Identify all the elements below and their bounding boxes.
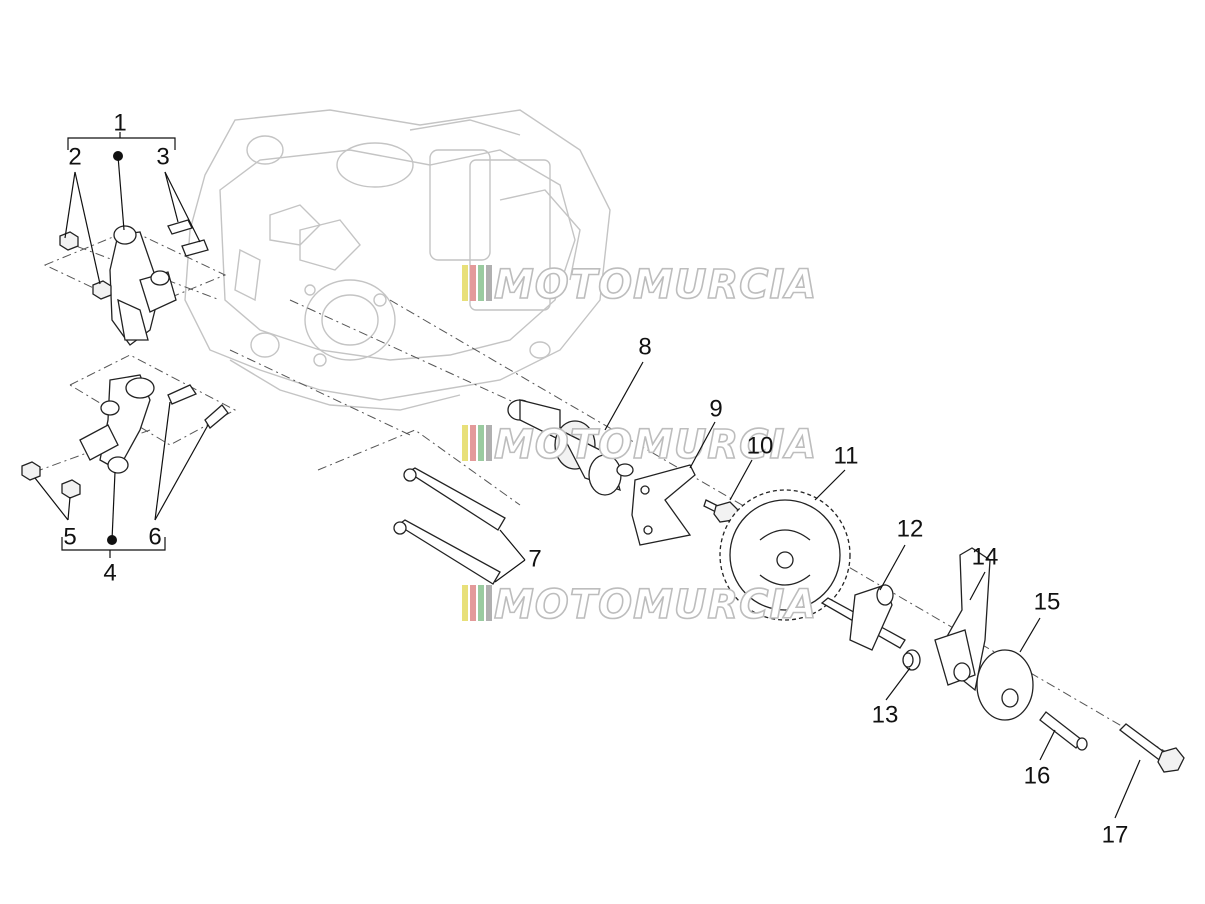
- callout-8: 8: [638, 333, 651, 360]
- callout-2: 2: [68, 143, 81, 170]
- screws-lower: [167, 384, 229, 429]
- cylinder-head-ghost: [184, 109, 611, 411]
- callout-16: 16: [1024, 762, 1051, 789]
- watermark-text: MOTOMURCIA: [494, 582, 817, 628]
- watermark-text: MOTOMURCIA: [494, 262, 817, 308]
- watermark-middle: MOTOMURCIA: [462, 421, 817, 469]
- watermark-text: MOTOMURCIA: [494, 422, 817, 468]
- callout-4: 4: [103, 559, 116, 586]
- decompressor-shaft: [820, 584, 906, 651]
- screws-upper: [167, 219, 209, 257]
- bolt-10: [703, 499, 739, 523]
- nuts-upper: [59, 231, 112, 300]
- callout-17: 17: [1102, 821, 1129, 848]
- callout-3: 3: [156, 143, 169, 170]
- bolt-17: [1119, 723, 1185, 773]
- callout-15: 15: [1034, 588, 1061, 615]
- nuts-lower: [21, 461, 81, 499]
- camshaft: [507, 399, 634, 496]
- callout-11: 11: [834, 442, 859, 469]
- rocker-arm-lower: [79, 374, 155, 474]
- watermark-top: MOTOMURCIA: [462, 261, 817, 309]
- leader-lines: [34, 132, 1141, 819]
- callout-5: 5: [63, 523, 76, 550]
- watermark-bottom: MOTOMURCIA: [462, 581, 817, 629]
- callout-13: 13: [872, 701, 899, 728]
- callout-6: 6: [148, 523, 161, 550]
- callout-labels: 1 2 3 4 5 6 7 8 9 10 11 12 13 14 15 16 1…: [63, 109, 1128, 848]
- pin-16: [1039, 711, 1088, 751]
- callout-14: 14: [972, 543, 999, 570]
- callout-12: 12: [897, 515, 924, 542]
- callout-1: 1: [113, 109, 126, 136]
- spring-13: [902, 649, 921, 671]
- callout-9: 9: [709, 395, 722, 422]
- rocker-arm-upper: [109, 225, 177, 346]
- cam-sprocket: [719, 489, 851, 621]
- callout-10: 10: [747, 432, 774, 459]
- rocker-shafts: [393, 467, 506, 585]
- callout-7: 7: [528, 545, 541, 572]
- washer-15: [976, 649, 1034, 721]
- retaining-plate: [631, 464, 696, 546]
